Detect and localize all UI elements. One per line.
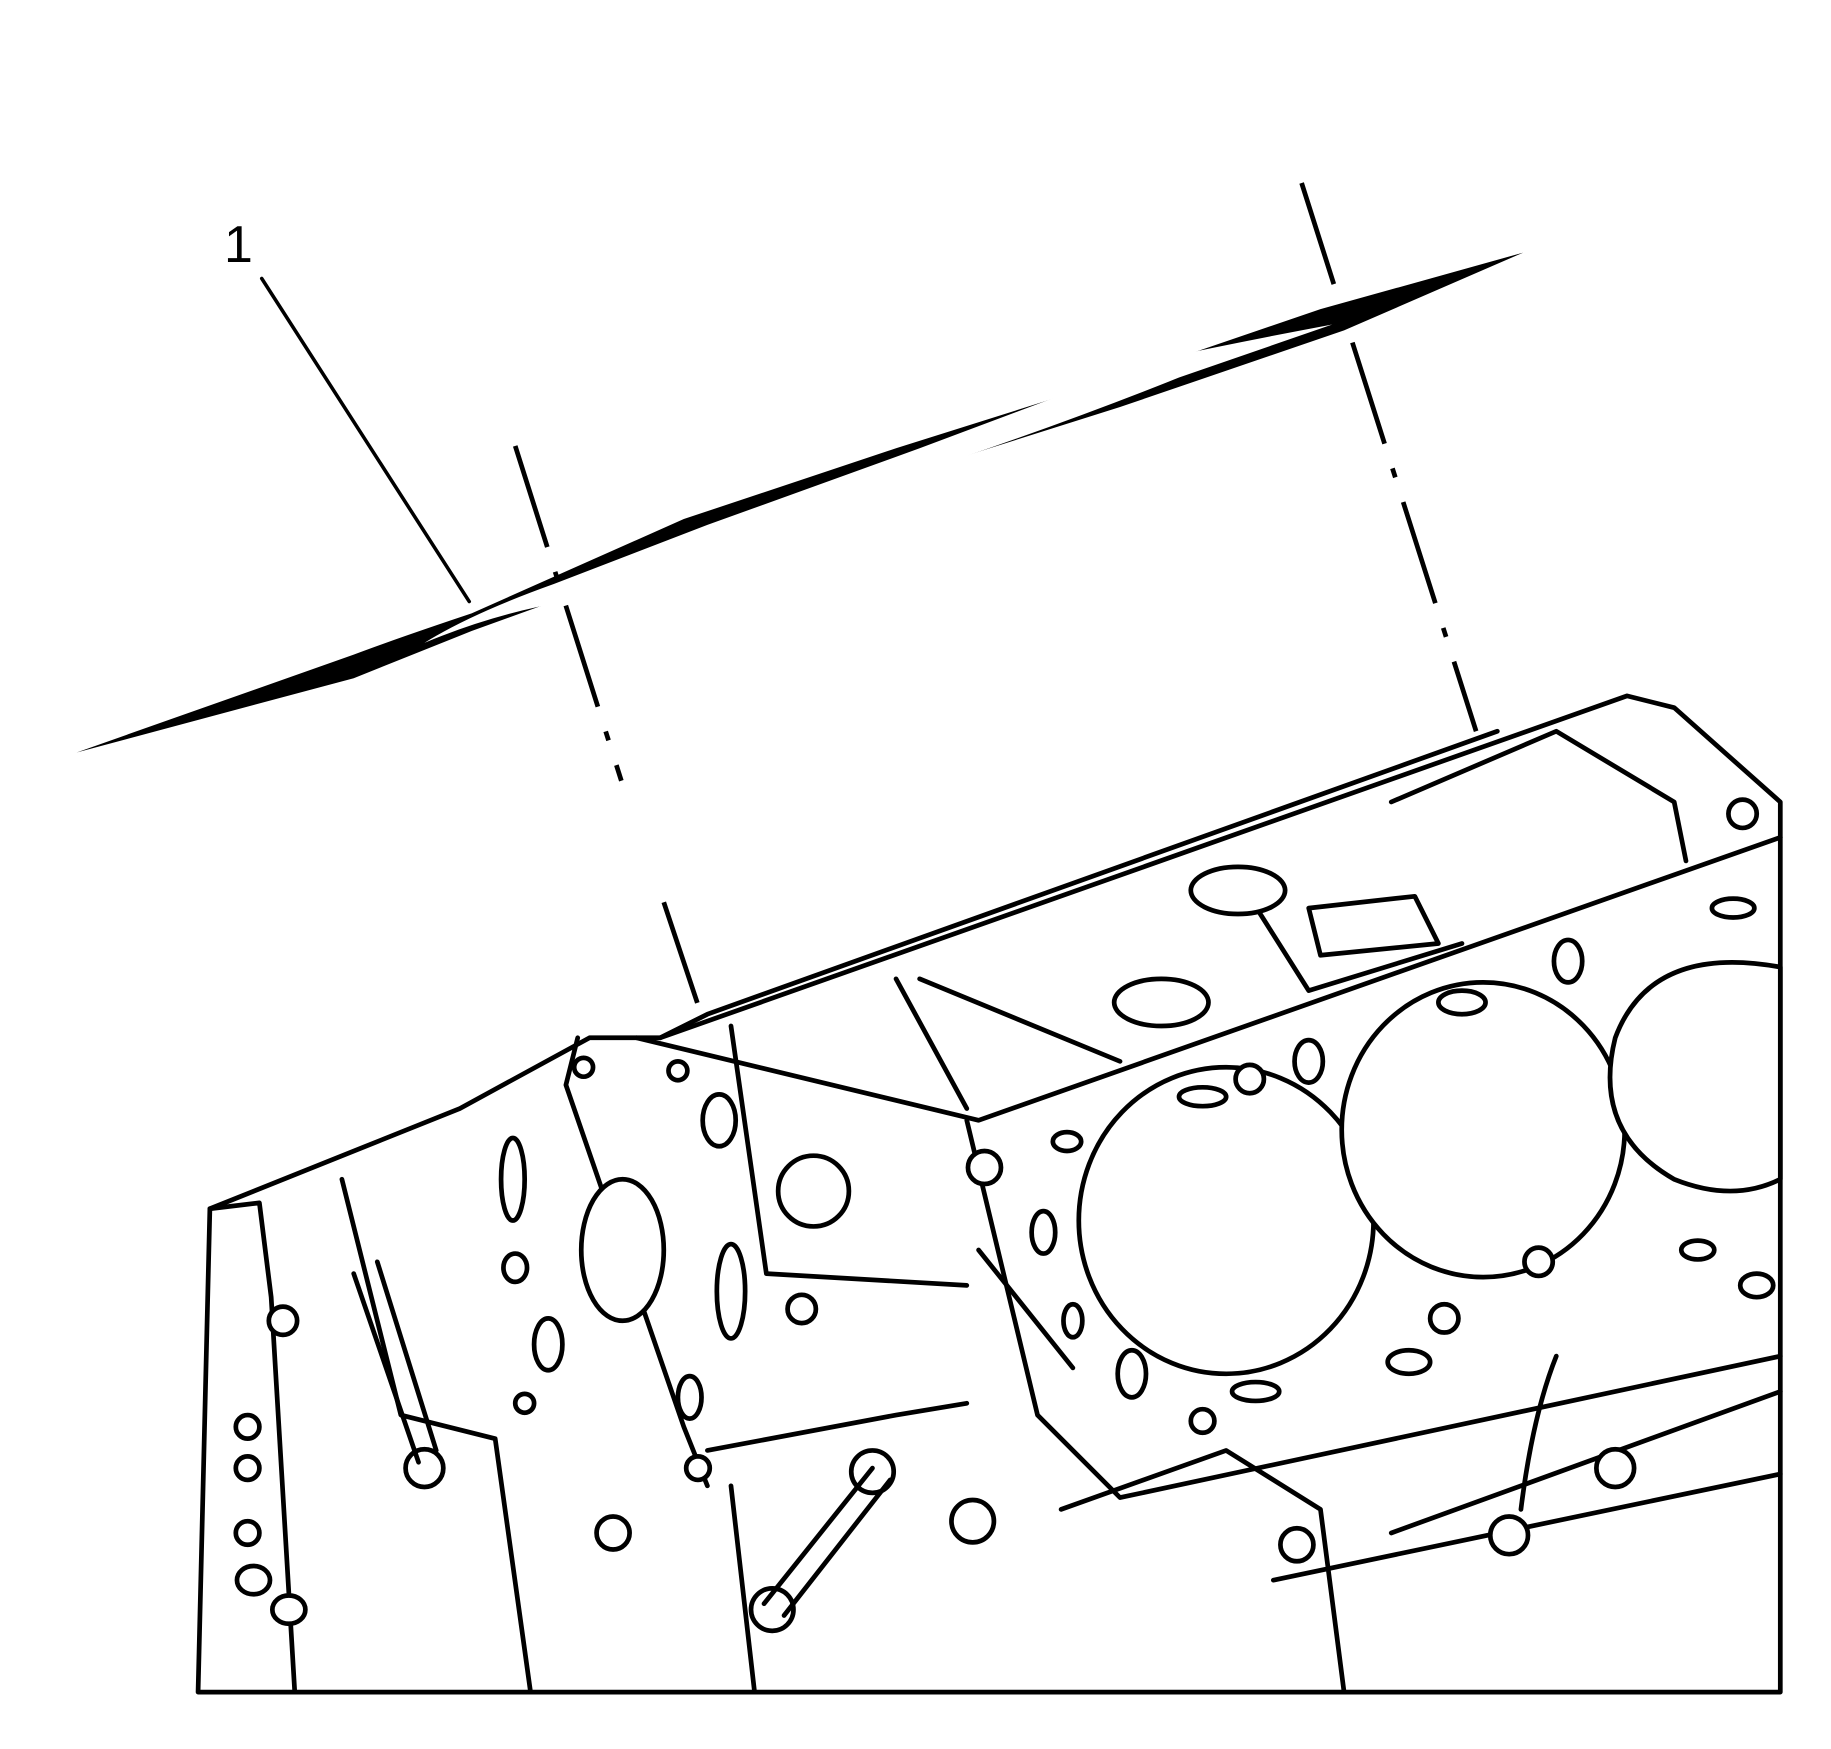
callout-leader-line bbox=[259, 276, 472, 604]
head-gasket bbox=[76, 252, 1524, 753]
cylinder-bore-1 bbox=[1076, 1064, 1376, 1377]
coolant-passages bbox=[234, 896, 1776, 1627]
cylinder-bore-2 bbox=[1339, 980, 1628, 1280]
callout-label-1: 1 bbox=[224, 215, 253, 273]
alignment-lines bbox=[512, 182, 1479, 1006]
engine-block bbox=[195, 693, 1783, 1695]
bolt-holes bbox=[233, 797, 1760, 1634]
cylinder-bore-3 bbox=[1607, 959, 1783, 1194]
